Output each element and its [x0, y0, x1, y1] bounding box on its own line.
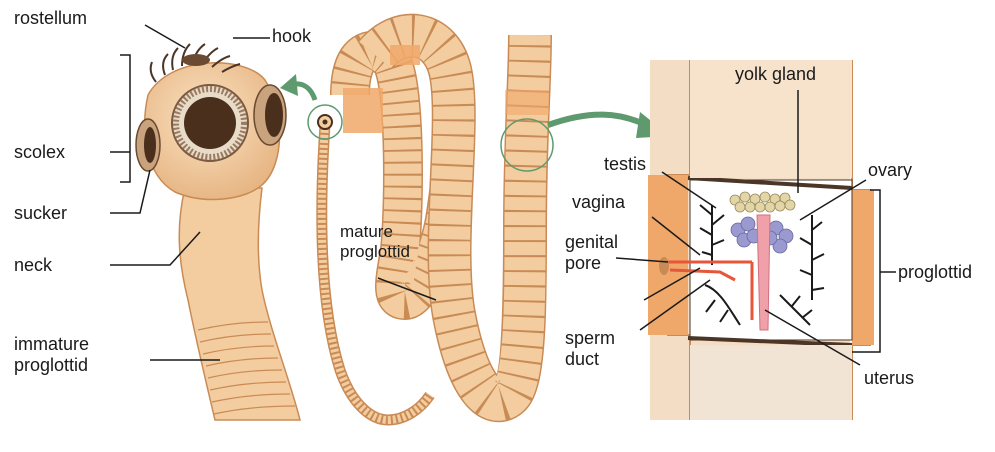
label-uterus: uterus	[864, 368, 914, 389]
label-ovary: ovary	[868, 160, 912, 181]
label-hook: hook	[272, 26, 311, 47]
label-sucker: sucker	[14, 203, 67, 224]
label-neck: neck	[14, 255, 52, 276]
label-vagina: vagina	[572, 192, 625, 213]
label-rostellum: rostellum	[14, 8, 87, 29]
label-yolk-gland: yolk gland	[735, 64, 816, 85]
label-testis: testis	[604, 154, 646, 175]
label-immature-proglottid: immature proglottid	[14, 334, 89, 376]
scolex-drawing	[136, 44, 300, 420]
label-proglottid: proglottid	[898, 262, 972, 283]
label-genital-pore: genital pore	[565, 232, 618, 274]
label-sperm-duct: sperm duct	[565, 328, 615, 370]
label-mature-proglottid: mature proglottid	[340, 222, 410, 262]
label-scolex: scolex	[14, 142, 65, 163]
